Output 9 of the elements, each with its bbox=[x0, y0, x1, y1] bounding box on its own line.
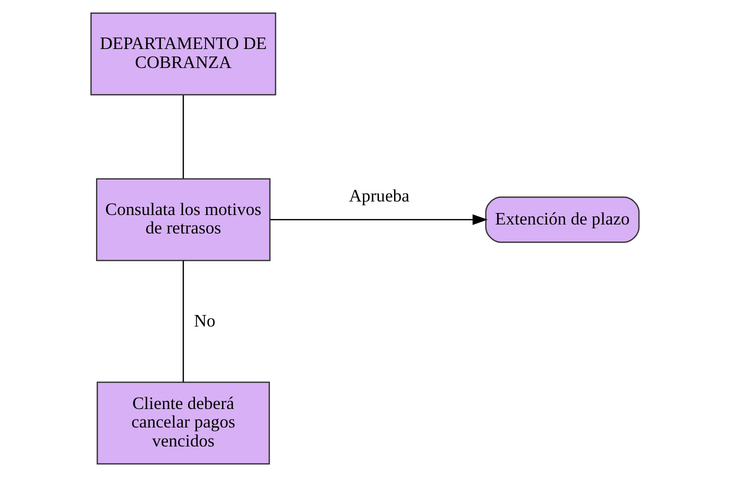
node-box: Cliente deberá cancelar pagos vencidos bbox=[96, 382, 270, 464]
node-box: Consulata los motivos de retrasos bbox=[96, 178, 271, 262]
arrow bbox=[270, 214, 488, 225]
node-box: Extención de plazo bbox=[485, 196, 640, 243]
connector bbox=[182, 95, 184, 178]
connector bbox=[182, 260, 184, 382]
edge-label: Aprueba bbox=[348, 186, 410, 206]
edge-label: No bbox=[194, 310, 216, 331]
node-box: DEPARTAMENTO DE COBRANZA bbox=[90, 12, 276, 96]
